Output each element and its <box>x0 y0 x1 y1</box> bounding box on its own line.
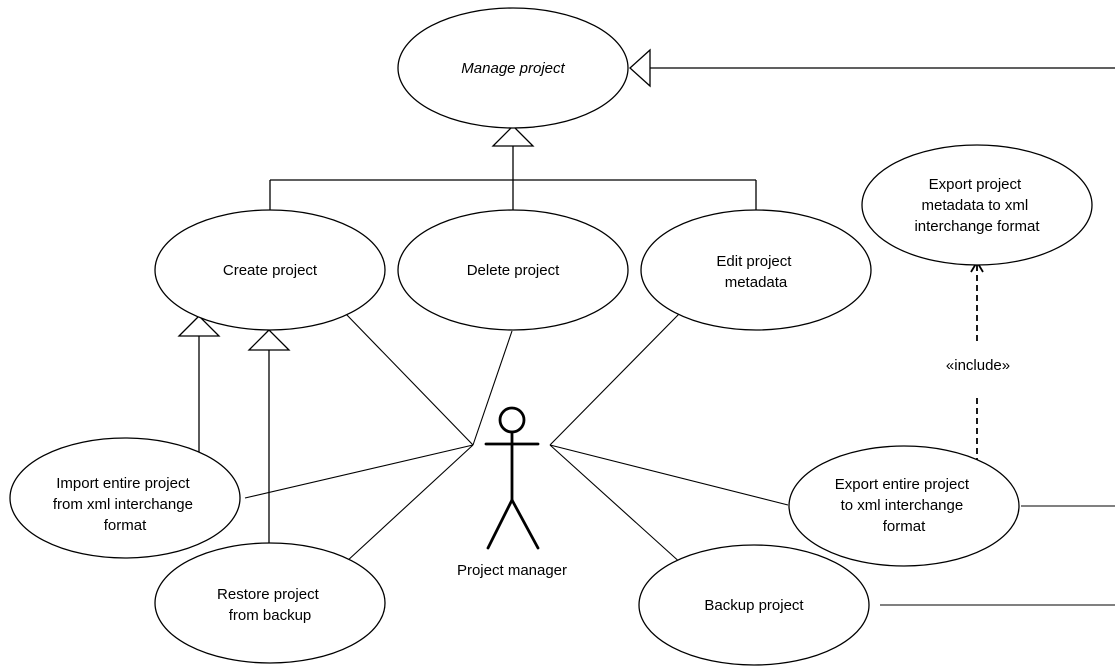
label-line: format <box>104 517 147 534</box>
label-line: metadata to xml <box>922 197 1029 214</box>
use-case-restore-project-backup[interactable] <box>154 542 386 664</box>
use-case-label-edit-project-metadata: Edit project metadata <box>716 253 795 291</box>
label-line: Export entire project <box>835 476 970 493</box>
label-line: Manage project <box>461 60 565 77</box>
label-line: Export project <box>929 176 1022 193</box>
generalization-manage-project <box>269 125 757 212</box>
use-case-backup-project[interactable] <box>638 544 870 666</box>
generalization-right-trunk <box>629 48 1115 88</box>
use-case-import-entire-project-xml[interactable] <box>9 437 241 559</box>
include-label: «include» <box>946 357 1010 374</box>
use-case-label-delete-project: Delete project <box>467 262 560 279</box>
use-case-label-manage-project: Manage project <box>461 60 565 77</box>
actor-stick-figure-icon[interactable] <box>484 406 540 550</box>
label-line: metadata <box>725 274 788 291</box>
label-line: Import entire project <box>56 475 190 492</box>
label-line: Backup project <box>704 597 804 614</box>
association-lines <box>244 312 1115 606</box>
label-line: Delete project <box>467 262 560 279</box>
use-case-edit-project-metadata[interactable] <box>640 209 872 331</box>
use-case-label-backup-project: Backup project <box>704 597 804 614</box>
label-line: Edit project <box>716 253 792 270</box>
label-line: format <box>883 518 926 535</box>
use-case-delete-project[interactable] <box>397 209 629 331</box>
use-case-manage-project[interactable] <box>397 7 629 129</box>
label-line: Restore project <box>217 586 320 603</box>
use-case-label-restore-project-backup: Restore project from backup <box>217 586 323 624</box>
label-line: interchange format <box>914 218 1040 235</box>
use-case-export-metadata-xml[interactable] <box>861 144 1093 266</box>
use-case-label-create-project: Create project <box>223 262 318 279</box>
use-case-label-import-entire-project-xml: Import entire project from xml interchan… <box>53 475 197 534</box>
actor-label: Project manager <box>457 562 567 579</box>
use-case-label-export-metadata-xml: Export project metadata to xml interchan… <box>914 176 1040 235</box>
use-case-export-entire-project-xml[interactable] <box>788 445 1020 567</box>
generalization-create-project <box>177 315 291 551</box>
use-case-label-export-entire-project-xml: Export entire project to xml interchange… <box>835 476 973 535</box>
label-line: to xml interchange <box>841 497 964 514</box>
use-case-create-project[interactable] <box>154 209 386 331</box>
label-line: from xml interchange <box>53 496 193 513</box>
label-line: from backup <box>229 607 312 624</box>
label-line: Create project <box>223 262 318 279</box>
